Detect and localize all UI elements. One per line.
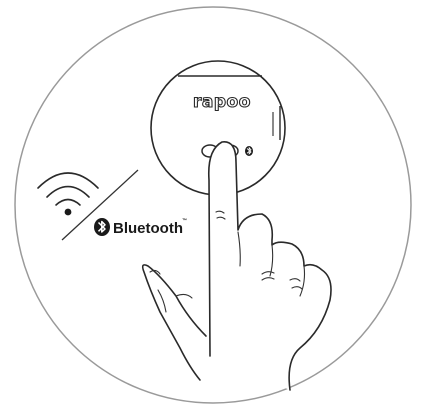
bluetooth-label: Bluetooth xyxy=(113,220,183,237)
bluetooth-icon xyxy=(94,218,110,236)
bluetooth-trademark: ™ xyxy=(182,218,187,224)
brand-logo: rapoo xyxy=(193,92,251,112)
bluetooth-indicator-icon xyxy=(245,146,253,156)
